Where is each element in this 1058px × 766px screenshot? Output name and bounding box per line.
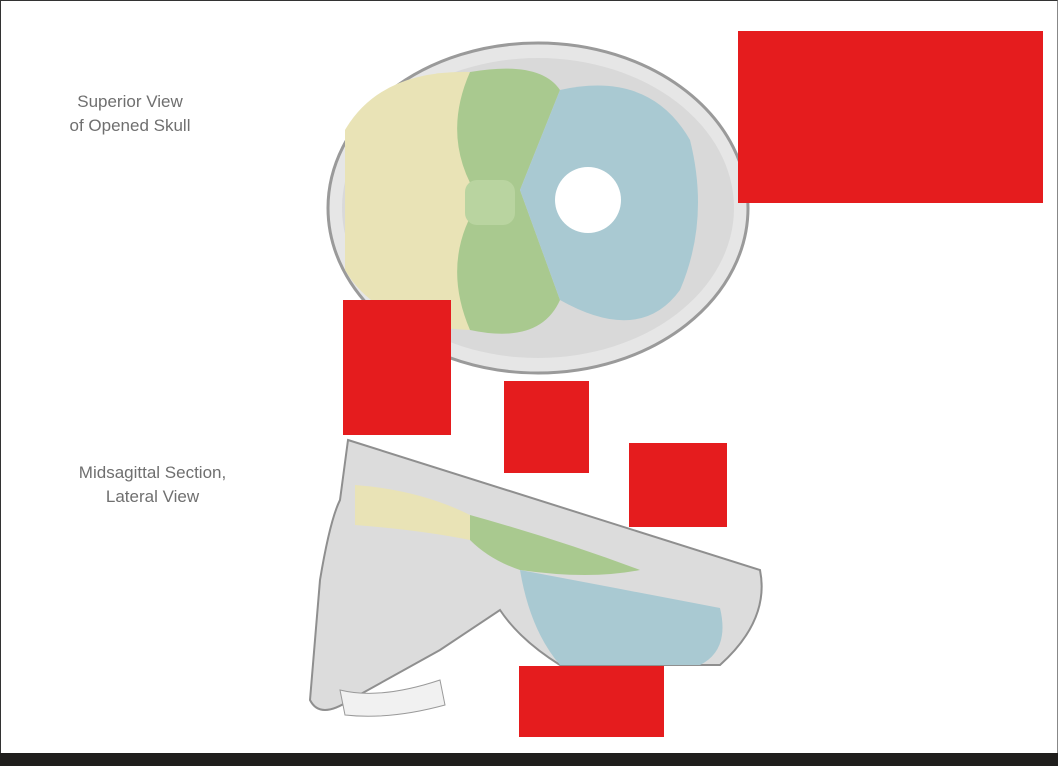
midsagittal-skull (308, 438, 763, 717)
label-cover-box (343, 300, 451, 435)
superior-view-skull (326, 41, 750, 375)
label-cover-box (629, 443, 727, 527)
caption-line: Midsagittal Section, (78, 463, 227, 482)
foramen-magnum (555, 167, 621, 233)
caption-line: Lateral View (105, 487, 200, 506)
label-cover-box (504, 381, 589, 473)
caption-line: of Opened Skull (69, 116, 191, 135)
label-cover-box (738, 31, 1043, 203)
bottom-bar (0, 753, 1058, 766)
caption-midsagittal: Midsagittal Section, Lateral View (60, 461, 245, 509)
caption-superior-view: Superior View of Opened Skull (60, 90, 200, 138)
label-cover-box (519, 666, 664, 737)
anterior-cranial-fossa (345, 71, 480, 330)
caption-line: Superior View (77, 92, 183, 111)
